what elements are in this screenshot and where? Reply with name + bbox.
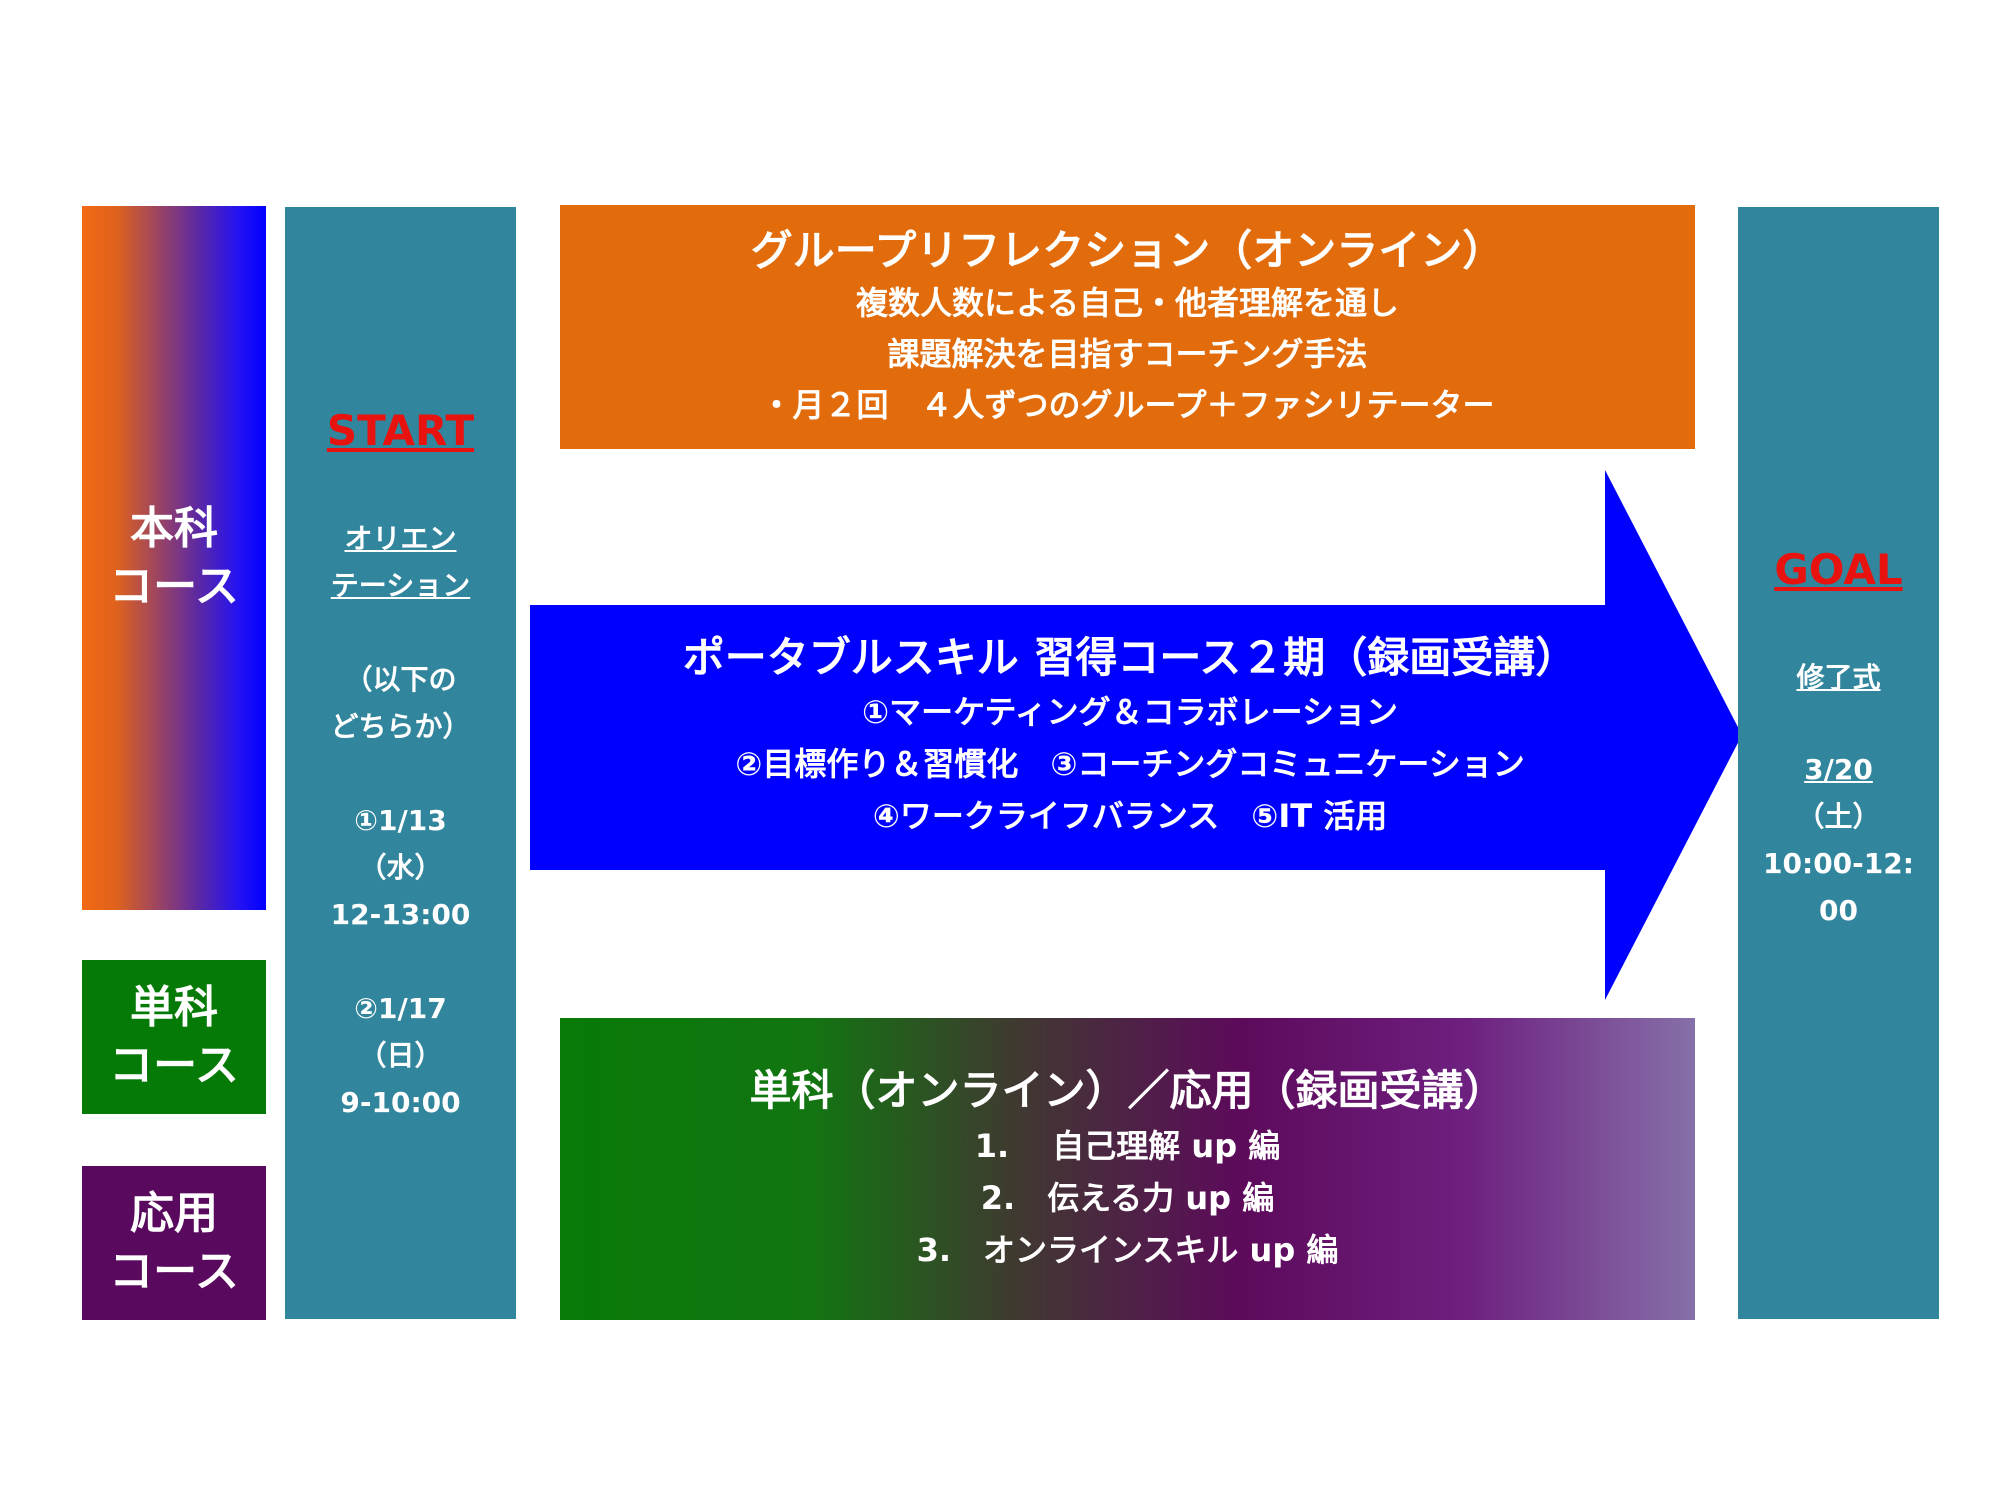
single-course-label-line2: コース	[109, 1040, 239, 1091]
elective-course-line2: 2. 伝える力 up 編	[980, 1179, 1275, 1217]
elective-course-line3: 3. オンラインスキル up 編	[916, 1231, 1339, 1269]
portable-skill-title: ポータブルスキル 習得コース２期（録画受講）	[682, 633, 1578, 682]
option2-day: （日）	[358, 1039, 443, 1072]
start-title: START	[326, 406, 475, 455]
orientation-line1: オリエン	[344, 522, 457, 555]
group-reflection-box: グループリフレクション（オンライン） 複数人数による自己・他者理解を通し 課題解…	[560, 205, 1695, 449]
applied-course-label-line2: コース	[109, 1246, 239, 1297]
goal-time-line2: 00	[1819, 894, 1858, 927]
goal-column: GOAL 修了式 3/20 （土） 10:00-12: 00	[1738, 207, 1939, 1319]
group-reflection-line1: 複数人数による自己・他者理解を通し	[855, 283, 1400, 322]
main-course-label: 本科 コース	[82, 206, 266, 910]
goal-date: 3/20	[1804, 753, 1873, 786]
arrow-shape	[530, 470, 1742, 1000]
option2-time: 9-10:00	[340, 1086, 461, 1119]
either-line1: （以下の	[344, 663, 457, 696]
main-course-label-line2: コース	[109, 561, 239, 612]
applied-course-label: 応用 コース	[82, 1166, 266, 1320]
elective-course-line1: 1. 自己理解 up 編	[974, 1127, 1281, 1165]
goal-time-line1: 10:00-12:	[1763, 847, 1914, 880]
goal-day: （土）	[1796, 800, 1881, 833]
option1-date: ①1/13	[354, 804, 447, 837]
portable-skill-line1: ①マーケティング＆コラボレーション	[862, 693, 1398, 731]
option1-day: （水）	[358, 851, 443, 884]
option2-date: ②1/17	[354, 992, 447, 1025]
either-line2: どちらか）	[330, 710, 471, 743]
elective-course-title: 単科（オンライン）／応用（録画受講）	[749, 1066, 1506, 1115]
portable-skill-text: ポータブルスキル 習得コース２期（録画受講） ①マーケティング＆コラボレーション…	[560, 630, 1700, 842]
ceremony-label: 修了式	[1796, 661, 1881, 694]
applied-course-label-line1: 応用	[130, 1188, 218, 1239]
portable-skill-line2: ②目標作り＆習慣化 ③コーチングコミュニケーション	[735, 745, 1525, 783]
start-column: START オリエン テーション （以下の どちらか） ①1/13 （水） 12…	[285, 207, 516, 1319]
portable-skill-line3: ④ワークライフバランス ⑤IT 活用	[872, 797, 1388, 835]
group-reflection-title: グループリフレクション（オンライン）	[750, 225, 1505, 275]
option1-time: 12-13:00	[330, 898, 471, 931]
elective-course-box: 単科（オンライン）／応用（録画受講） 1. 自己理解 up 編 2. 伝える力 …	[560, 1018, 1695, 1320]
single-course-label: 単科 コース	[82, 960, 266, 1114]
goal-title: GOAL	[1774, 545, 1903, 594]
group-reflection-line2: 課題解決を目指すコーチング手法	[887, 334, 1368, 373]
portable-skill-arrow	[530, 470, 1742, 1000]
orientation-line2: テーション	[330, 569, 471, 602]
group-reflection-line3: ・月２回 ４人ずつのグループ＋ファシリテーター	[760, 385, 1495, 424]
main-course-label-line1: 本科	[130, 503, 218, 554]
single-course-label-line1: 単科	[130, 982, 218, 1033]
